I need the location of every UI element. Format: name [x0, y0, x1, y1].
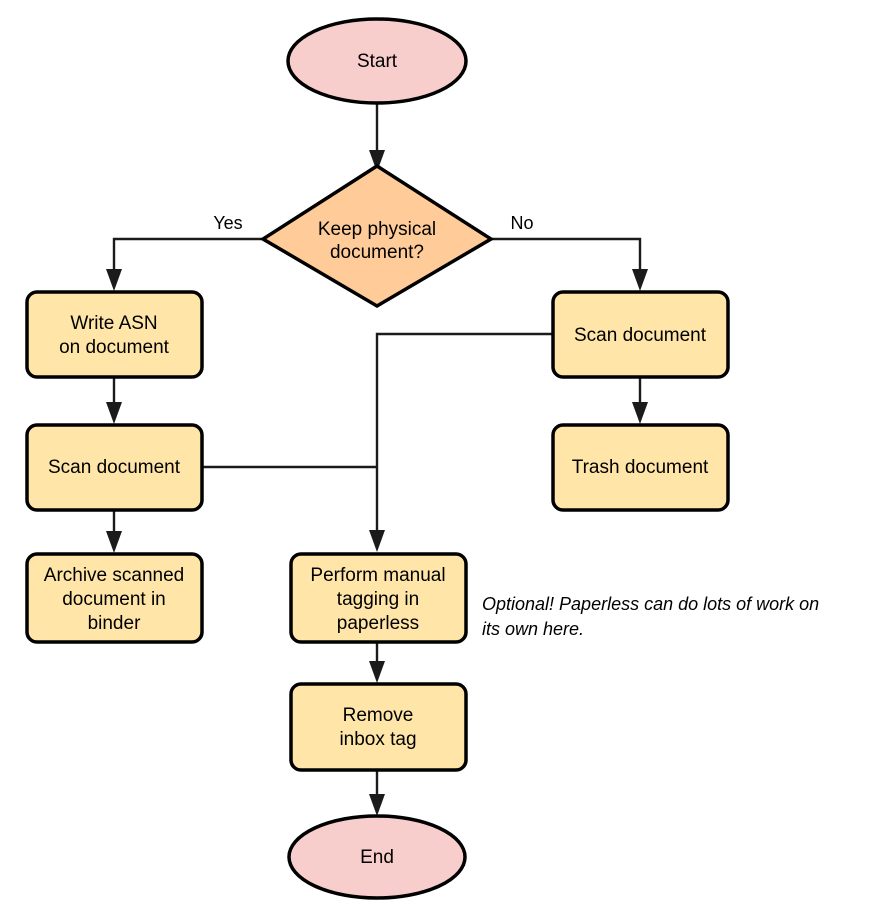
annotation-line1: Optional! Paperless can do lots of work … [482, 594, 819, 614]
connector-tagging-to-removeinbox [369, 642, 385, 683]
manual-tagging-box [289, 552, 468, 644]
remove-inbox-tag-box [289, 682, 468, 772]
manual-tagging-label-line2: tagging in [337, 589, 419, 610]
connector-scanright-to-trash [632, 378, 648, 424]
trash-document-box [551, 423, 730, 512]
scan-document-right-box [551, 290, 730, 379]
start-label: Start [357, 51, 398, 72]
node-perform-manual-tagging[interactable]: Perform manual tagging in paperless [289, 552, 468, 644]
write-asn-label-line1: Write ASN [70, 313, 157, 334]
connector-decision-no [492, 237, 648, 291]
node-scan-document-right[interactable]: Scan document [551, 290, 730, 379]
node-start[interactable]: Start [286, 17, 468, 105]
connectors-group [106, 103, 648, 816]
scan-document-left-label: Scan document [48, 457, 181, 478]
write-asn-label-line2: on document [59, 337, 170, 358]
archive-label-line2: document in [62, 589, 166, 610]
remove-inbox-label-line1: Remove [343, 705, 414, 726]
node-write-asn-on-document[interactable]: Write ASN on document [25, 290, 204, 379]
connector-start-to-decision [369, 103, 385, 172]
trash-document-label: Trash document [572, 457, 709, 478]
manual-tagging-label-line1: Perform manual [310, 565, 445, 586]
edge-label-no: No [510, 213, 533, 233]
decision-diamond [259, 163, 495, 309]
archive-label-line3: binder [88, 613, 141, 634]
node-trash-document[interactable]: Trash document [551, 423, 730, 512]
connector-writeasn-to-scanleft [106, 378, 122, 424]
connector-decision-yes [106, 237, 262, 291]
write-asn-box [25, 290, 204, 379]
connector-scanright-to-tagging [369, 332, 552, 552]
scan-document-left-box [25, 423, 204, 512]
decision-label-line2: document? [330, 242, 424, 263]
edge-label-yes: Yes [213, 213, 242, 233]
archive-label-line1: Archive scanned [44, 565, 184, 586]
archive-box [25, 552, 204, 644]
node-scan-document-left[interactable]: Scan document [25, 423, 204, 512]
end-label: End [360, 847, 394, 868]
end-ellipse [287, 814, 467, 900]
annotation-line2: its own here. [482, 619, 584, 639]
scan-document-right-label: Scan document [574, 325, 707, 346]
annotation-note: Optional! Paperless can do lots of work … [482, 594, 819, 639]
node-decision-keep-physical-document[interactable]: Keep physical document? [259, 163, 495, 309]
decision-label-line1: Keep physical [318, 219, 436, 240]
manual-tagging-label-line3: paperless [337, 613, 419, 634]
node-remove-inbox-tag[interactable]: Remove inbox tag [289, 682, 468, 772]
connector-scanleft-to-archive [106, 510, 122, 553]
connector-removeinbox-to-end [369, 770, 385, 816]
remove-inbox-label-line2: inbox tag [339, 729, 416, 750]
node-end[interactable]: End [287, 814, 467, 900]
node-archive-scanned-document-in-binder[interactable]: Archive scanned document in binder [25, 552, 204, 644]
start-ellipse [286, 17, 468, 105]
